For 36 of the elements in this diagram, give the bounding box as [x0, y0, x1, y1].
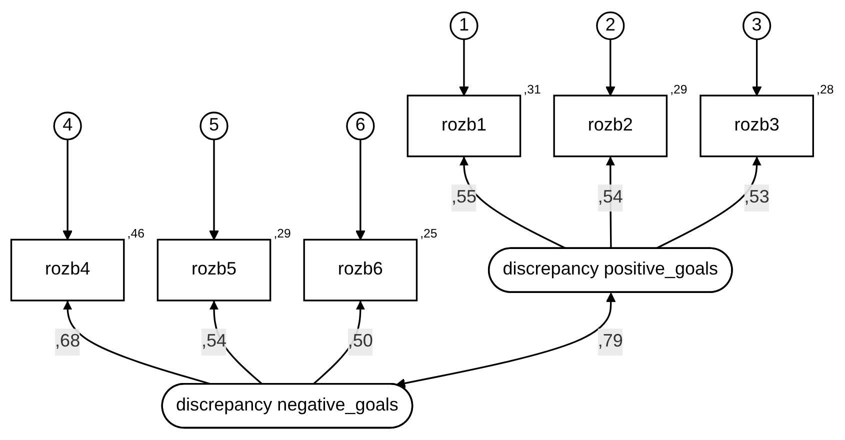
squared-correlation-label: ,29 [274, 226, 291, 240]
error-circle: 2 [596, 11, 625, 40]
arrow [605, 39, 616, 96]
indicator-box: rozb5 [156, 238, 272, 302]
squared-correlation-label: ,29 [670, 82, 688, 96]
edge-label: ,53 [744, 188, 770, 208]
arrow [459, 156, 567, 250]
indicator-box: rozb2 [553, 94, 668, 158]
arrow [62, 139, 73, 240]
edge-label: ,79 [598, 332, 623, 352]
arrow [655, 156, 762, 250]
edge-label: ,55 [451, 188, 477, 208]
indicator-box: rozb6 [303, 238, 418, 302]
indicator-box: rozb1 [406, 94, 522, 158]
edge-label: ,54 [598, 188, 623, 208]
arrow [355, 139, 366, 240]
squared-correlation-label: ,28 [816, 82, 834, 96]
error-circle: 4 [53, 112, 82, 140]
edge-label: ,54 [201, 332, 227, 352]
latent-ellipse: discrepancy negative_goals [161, 382, 414, 429]
squared-correlation-label: ,25 [420, 226, 438, 240]
indicator-box: rozb3 [700, 94, 814, 158]
squared-correlation-label: ,31 [524, 82, 541, 96]
error-circle: 3 [742, 11, 772, 40]
edge-label: ,68 [55, 332, 80, 352]
arrow [459, 39, 469, 96]
covariance-arrow [396, 292, 616, 388]
edge-label: ,50 [348, 332, 373, 352]
squared-correlation-label: ,46 [127, 226, 144, 240]
arrow [752, 39, 762, 96]
arrow [209, 139, 219, 240]
error-circle: 1 [450, 11, 478, 40]
error-circle: 5 [200, 112, 228, 140]
error-circle: 6 [346, 112, 375, 140]
latent-ellipse: discrepancy positive_goals [488, 247, 733, 293]
indicator-box: rozb4 [10, 238, 125, 302]
